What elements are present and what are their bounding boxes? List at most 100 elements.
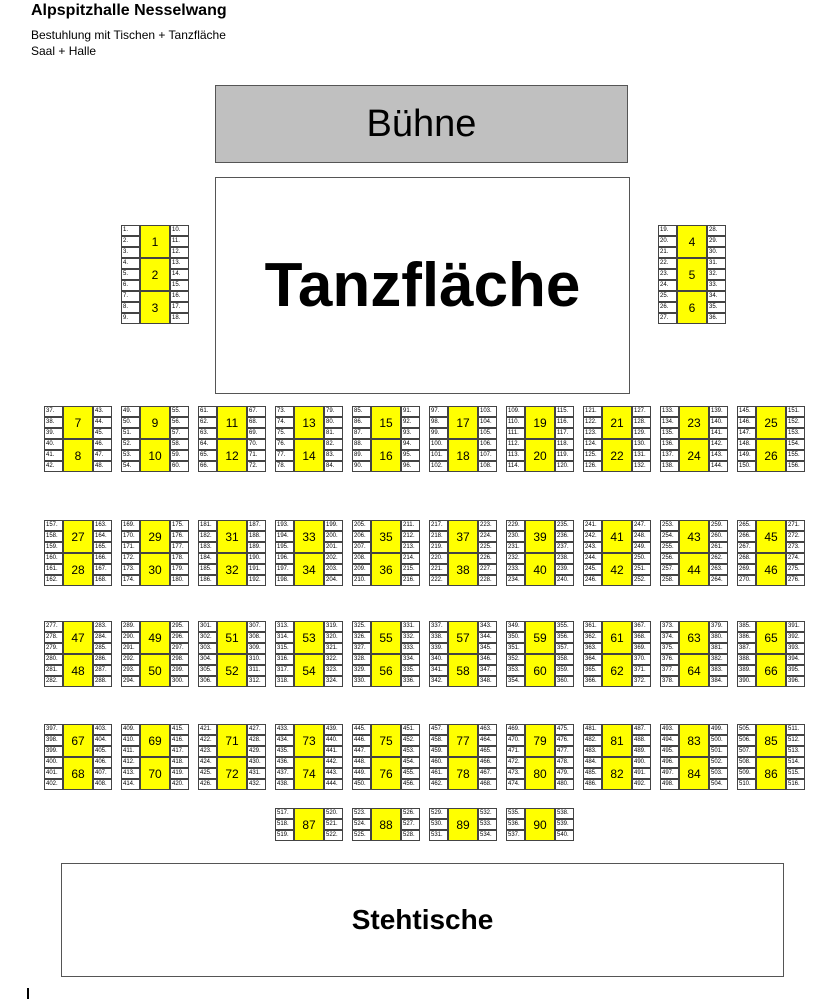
table-25[interactable]: 25 xyxy=(756,406,786,439)
table-27[interactable]: 27 xyxy=(63,520,93,553)
table-76[interactable]: 76 xyxy=(371,757,401,790)
table-79[interactable]: 79 xyxy=(525,724,555,757)
table-75[interactable]: 75 xyxy=(371,724,401,757)
table-85[interactable]: 85 xyxy=(756,724,786,757)
table-2[interactable]: 2 xyxy=(140,258,170,291)
table-23[interactable]: 23 xyxy=(679,406,709,439)
table-74[interactable]: 74 xyxy=(294,757,324,790)
table-43[interactable]: 43 xyxy=(679,520,709,553)
table-26[interactable]: 26 xyxy=(756,439,786,472)
table-49[interactable]: 49 xyxy=(140,621,170,654)
table-32[interactable]: 32 xyxy=(217,553,247,586)
table-11[interactable]: 11 xyxy=(217,406,247,439)
table-39[interactable]: 39 xyxy=(525,520,555,553)
table-70[interactable]: 70 xyxy=(140,757,170,790)
table-83[interactable]: 83 xyxy=(679,724,709,757)
table-5[interactable]: 5 xyxy=(677,258,707,291)
table-38[interactable]: 38 xyxy=(448,553,478,586)
table-63[interactable]: 63 xyxy=(679,621,709,654)
table-20[interactable]: 20 xyxy=(525,439,555,472)
table-22[interactable]: 22 xyxy=(602,439,632,472)
table-34[interactable]: 34 xyxy=(294,553,324,586)
table-81[interactable]: 81 xyxy=(602,724,632,757)
table-53[interactable]: 53 xyxy=(294,621,324,654)
table-61[interactable]: 61 xyxy=(602,621,632,654)
table-90[interactable]: 90 xyxy=(525,808,555,841)
seat-number: 21. xyxy=(658,247,677,258)
table-51[interactable]: 51 xyxy=(217,621,247,654)
table-45[interactable]: 45 xyxy=(756,520,786,553)
table-9[interactable]: 9 xyxy=(140,406,170,439)
seat-number: 329. xyxy=(352,665,371,676)
table-12[interactable]: 12 xyxy=(217,439,247,472)
table-4[interactable]: 4 xyxy=(677,225,707,258)
seat-number: 87. xyxy=(352,428,371,439)
table-7[interactable]: 7 xyxy=(63,406,93,439)
table-73[interactable]: 73 xyxy=(294,724,324,757)
table-41[interactable]: 41 xyxy=(602,520,632,553)
table-60[interactable]: 60 xyxy=(525,654,555,687)
table-47[interactable]: 47 xyxy=(63,621,93,654)
table-15[interactable]: 15 xyxy=(371,406,401,439)
seat-number: 89. xyxy=(352,450,371,461)
table-78[interactable]: 78 xyxy=(448,757,478,790)
table-62[interactable]: 62 xyxy=(602,654,632,687)
table-13[interactable]: 13 xyxy=(294,406,324,439)
table-58[interactable]: 58 xyxy=(448,654,478,687)
table-16[interactable]: 16 xyxy=(371,439,401,472)
table-35[interactable]: 35 xyxy=(371,520,401,553)
seat-number: 492. xyxy=(632,779,651,790)
table-14[interactable]: 14 xyxy=(294,439,324,472)
table-65[interactable]: 65 xyxy=(756,621,786,654)
table-87[interactable]: 87 xyxy=(294,808,324,841)
table-19[interactable]: 19 xyxy=(525,406,555,439)
table-33[interactable]: 33 xyxy=(294,520,324,553)
table-3[interactable]: 3 xyxy=(140,291,170,324)
table-29[interactable]: 29 xyxy=(140,520,170,553)
table-82[interactable]: 82 xyxy=(602,757,632,790)
table-46[interactable]: 46 xyxy=(756,553,786,586)
table-71[interactable]: 71 xyxy=(217,724,247,757)
table-21[interactable]: 21 xyxy=(602,406,632,439)
table-36[interactable]: 36 xyxy=(371,553,401,586)
table-1[interactable]: 1 xyxy=(140,225,170,258)
table-40[interactable]: 40 xyxy=(525,553,555,586)
seat-number: 466. xyxy=(478,757,497,768)
table-48[interactable]: 48 xyxy=(63,654,93,687)
table-66[interactable]: 66 xyxy=(756,654,786,687)
table-6[interactable]: 6 xyxy=(677,291,707,324)
table-68[interactable]: 68 xyxy=(63,757,93,790)
table-64[interactable]: 64 xyxy=(679,654,709,687)
table-37[interactable]: 37 xyxy=(448,520,478,553)
table-88[interactable]: 88 xyxy=(371,808,401,841)
table-50[interactable]: 50 xyxy=(140,654,170,687)
seat-number: 208. xyxy=(352,553,371,564)
table-67[interactable]: 67 xyxy=(63,724,93,757)
table-42[interactable]: 42 xyxy=(602,553,632,586)
table-17[interactable]: 17 xyxy=(448,406,478,439)
table-18[interactable]: 18 xyxy=(448,439,478,472)
table-44[interactable]: 44 xyxy=(679,553,709,586)
table-52[interactable]: 52 xyxy=(217,654,247,687)
table-89[interactable]: 89 xyxy=(448,808,478,841)
table-24[interactable]: 24 xyxy=(679,439,709,472)
table-57[interactable]: 57 xyxy=(448,621,478,654)
table-10[interactable]: 10 xyxy=(140,439,170,472)
table-84[interactable]: 84 xyxy=(679,757,709,790)
seat-number: 53. xyxy=(121,450,140,461)
table-77[interactable]: 77 xyxy=(448,724,478,757)
table-59[interactable]: 59 xyxy=(525,621,555,654)
table-56[interactable]: 56 xyxy=(371,654,401,687)
table-80[interactable]: 80 xyxy=(525,757,555,790)
table-30[interactable]: 30 xyxy=(140,553,170,586)
table-55[interactable]: 55 xyxy=(371,621,401,654)
seat-number: 425. xyxy=(198,768,217,779)
table-31[interactable]: 31 xyxy=(217,520,247,553)
table-54[interactable]: 54 xyxy=(294,654,324,687)
table-69[interactable]: 69 xyxy=(140,724,170,757)
table-86[interactable]: 86 xyxy=(756,757,786,790)
table-8[interactable]: 8 xyxy=(63,439,93,472)
table-72[interactable]: 72 xyxy=(217,757,247,790)
table-28[interactable]: 28 xyxy=(63,553,93,586)
seat-number: 30. xyxy=(707,247,726,258)
